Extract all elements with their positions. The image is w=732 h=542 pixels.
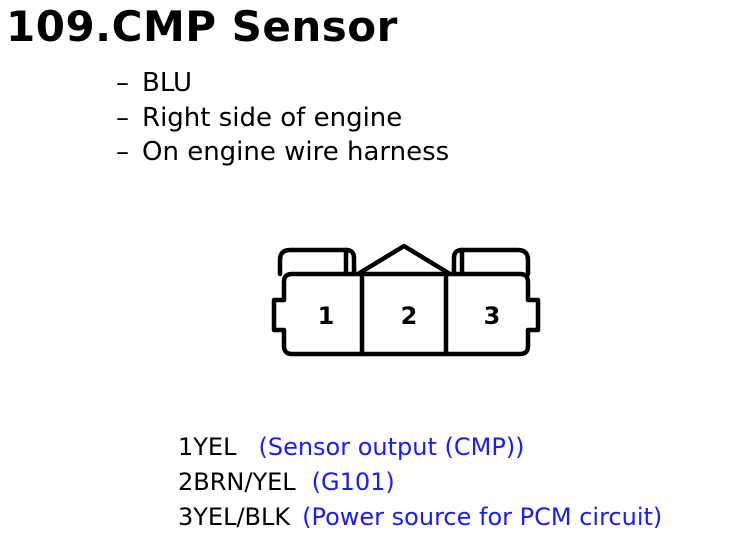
pin-description: (Power source for PCM circuit) (302, 503, 663, 531)
note-item: –On engine wire harness (116, 137, 450, 167)
pin-description: (Sensor output (CMP)) (258, 433, 525, 461)
pin-description: (G101) (311, 468, 395, 496)
pin-label-2: 2 (401, 302, 418, 330)
left-latch (277, 247, 357, 277)
note-text: BLU (142, 68, 193, 98)
wire-color: 1YEL (178, 433, 237, 461)
note-text: On engine wire harness (142, 137, 450, 167)
note-item: –Right side of engine (116, 102, 403, 133)
pin-row: 1YEL (Sensor output (CMP)) (178, 430, 662, 465)
location-notes: –BLU –Right side of engine –On engine wi… (116, 66, 449, 170)
pin-row: 2BRN/YEL (G101) (178, 465, 662, 500)
center-key (355, 243, 453, 277)
pin-row: 3YEL/BLK (Power source for PCM circuit) (178, 500, 662, 535)
right-latch (451, 247, 531, 277)
connector-diagram: 1 2 3 (271, 243, 541, 357)
wire-color: 3YEL/BLK (178, 503, 291, 531)
note-item: –BLU (116, 68, 193, 98)
note-text: Right side of engine (142, 102, 403, 133)
page-title: 109.CMP Sensor (6, 2, 398, 51)
pin-label-3: 3 (484, 302, 501, 330)
wire-color: 2BRN/YEL (178, 468, 296, 496)
pinout-list: 1YEL (Sensor output (CMP)) 2BRN/YEL (G101)… (178, 430, 662, 535)
connector-housing (271, 271, 541, 357)
pin-label-1: 1 (318, 302, 335, 330)
